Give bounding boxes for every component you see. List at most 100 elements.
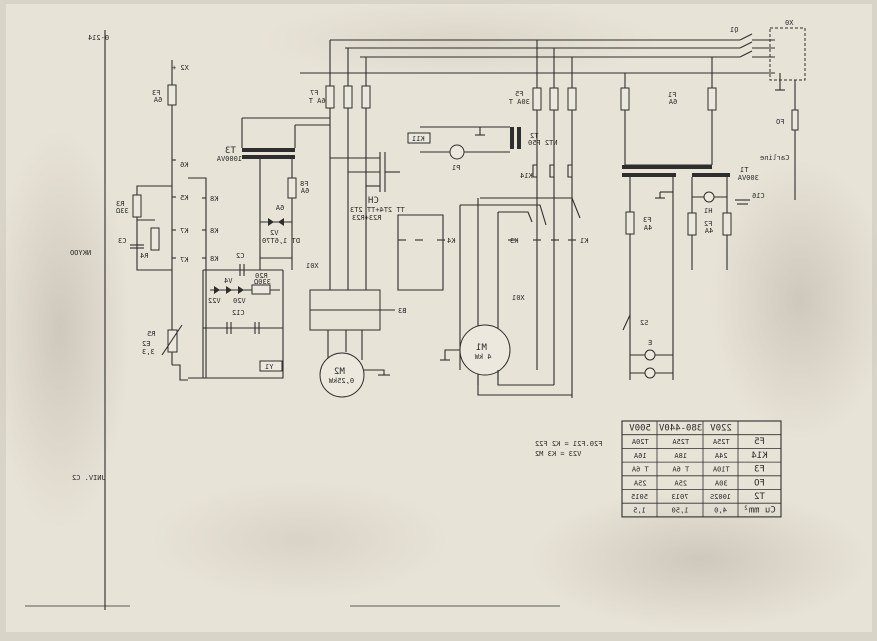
x01b-label: X01 — [512, 294, 525, 302]
table-cell: T2 — [754, 492, 765, 502]
table-cell: 24A — [714, 452, 727, 460]
q1-label: Q1 — [730, 26, 738, 34]
table-header-cell: 500V — [629, 424, 651, 434]
note-1: F20.F21 = K2 F22 — [535, 440, 602, 448]
k8b-label: K8 — [210, 227, 218, 235]
r3-val-label: 33Ω — [116, 207, 129, 215]
f5-val-label: 30A T — [508, 98, 530, 106]
table-cell: 16A — [633, 452, 646, 460]
k6-label: K6 — [180, 161, 188, 169]
table-cell: FO — [754, 478, 765, 488]
v2-label: V2 — [270, 229, 278, 237]
table-cell: 5015 — [631, 493, 648, 501]
k14-label: K14 — [520, 172, 533, 180]
k4-label: K4 — [447, 237, 455, 245]
t2-k14-circuit: T2 NT2 P50 K11 P1 K14 — [407, 126, 572, 180]
f7-val-label: 6A T — [308, 97, 326, 105]
y1-label: Y1 — [265, 363, 273, 371]
f2-label: F2 — [704, 220, 712, 228]
table-cell: T20A — [631, 438, 649, 446]
table-cell: T 6A — [631, 466, 649, 474]
k3-label: K3 — [510, 237, 518, 245]
table-cell: F5 — [754, 437, 765, 447]
ratings-table: 220V380-440V500VF5T25AT25AT20AK1424A18A1… — [621, 420, 782, 518]
f7-label: F7 — [310, 89, 318, 97]
r20-val-label: 330Ω — [254, 278, 271, 286]
h1-label: H1 — [704, 207, 712, 215]
ch-label: CH — [368, 196, 379, 206]
table-cell: 1,50 — [672, 507, 689, 515]
transformer-t1-circuit: T1 300VA F3 4A H1 C16 F2 4A S2 E — [622, 165, 765, 380]
f3a-val-label: 6A — [275, 204, 284, 212]
table-cell: T25A — [672, 438, 690, 446]
motor-m1: M1 4 kW — [440, 324, 572, 396]
table-cell: 4,0 — [714, 507, 727, 515]
e2-label: E2 — [142, 340, 150, 348]
k7a-label: K7 — [180, 227, 188, 235]
k7b-label: K7 — [180, 256, 188, 264]
k1-label: K1 — [580, 237, 588, 245]
table-cell: 25A — [674, 479, 687, 487]
x01a-label: X01 — [306, 262, 319, 270]
f8-val-label: 6A — [300, 187, 309, 195]
r4-label: R4 — [140, 252, 148, 260]
c12-label: C12 — [232, 309, 245, 317]
t1-label: T1 — [740, 166, 748, 174]
k8a-label: K8 — [210, 195, 218, 203]
k5a-label: K5 — [180, 194, 188, 202]
c2-label: C2 — [236, 252, 244, 260]
t2-label: T2 — [530, 132, 538, 140]
t2-val-label: NT2 P50 — [528, 139, 558, 147]
m1-val-label: 4 kW — [474, 353, 492, 361]
v22-label: V22 — [208, 297, 221, 305]
x0-label: X0 — [785, 19, 793, 27]
table-cell: T 6A — [672, 466, 690, 474]
f2-val-label: 4A — [704, 227, 713, 235]
table-cell: 1002S — [710, 493, 731, 501]
fo-value: Carline — [760, 154, 790, 162]
f1-label: F1 — [668, 91, 676, 99]
fuses-f7: F7 6A T — [308, 85, 371, 109]
f8-label: F8 — [300, 180, 308, 188]
x2-label: X2 + — [172, 64, 189, 72]
table-cell: K14 — [751, 451, 767, 461]
table-cell: F3 — [754, 465, 765, 475]
f3b-label: F3 — [643, 216, 651, 224]
margin-bottom-label: UNIV. C2 — [72, 474, 106, 482]
table-header-cell: 380-440V — [658, 424, 702, 434]
r20-label: R20 — [255, 272, 268, 280]
f1-val-label: 6A — [668, 98, 677, 106]
s2-label: S2 — [640, 319, 648, 327]
b3-label: B3 — [398, 307, 406, 315]
m2-val-label: 0,25kW — [328, 377, 354, 385]
c3-label: C3 — [118, 237, 126, 245]
ch-val2-label: R23+R23 — [352, 214, 382, 222]
table-cell: 25A — [633, 479, 646, 487]
k8c-label: K8 — [210, 255, 218, 263]
table-cell: 18A — [674, 452, 687, 460]
table-cell: T25A — [712, 438, 730, 446]
v2-val-label: DT 1,6T70 — [262, 237, 300, 245]
c16-label: C16 — [752, 192, 765, 200]
transformer-t3-circuit: T3 1000VA F8 6A V2 DT 1,6T70 6A — [216, 117, 330, 270]
table-cell: T10A — [712, 466, 730, 474]
f5-label: F5 — [515, 90, 523, 98]
margin-frame: 0-214 NKYOO UNIV. C2 — [25, 30, 560, 610]
t3-label: T3 — [225, 146, 236, 156]
f3b-val-label: 4A — [643, 224, 652, 232]
margin-top-label: 0-214 — [88, 34, 109, 42]
v4-label: V4 — [224, 277, 232, 285]
v20-label: V20 — [233, 297, 246, 305]
f3a-label: F3 — [152, 89, 160, 97]
t3-val-label: 1000VA — [216, 155, 242, 163]
control-chain-left: X2 + F3 6A K6 K5 K7 K7 R3 33Ω C3 R4 K8 K… — [116, 60, 284, 381]
margin-mid-label: NKYOO — [70, 249, 91, 257]
table-cell: 30A — [714, 479, 727, 487]
e2-val-label: 3,3 — [142, 348, 155, 356]
p1-label: P1 — [452, 164, 460, 172]
fo-label: FO — [776, 118, 784, 126]
k11-label: K11 — [412, 135, 425, 143]
t1-val-label: 300VA — [737, 174, 759, 182]
